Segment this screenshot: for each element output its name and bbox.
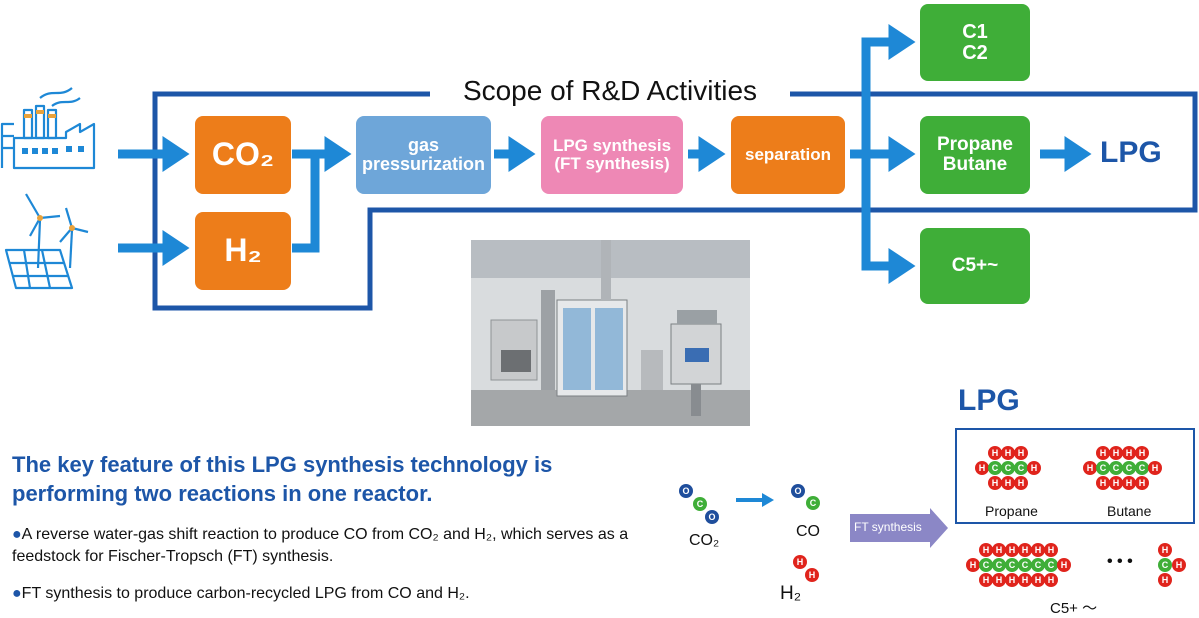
- lpg-product-title: LPG: [958, 384, 1020, 417]
- carbon-atom: C: [1031, 558, 1045, 572]
- c5-label: C5+ 〜: [1050, 600, 1098, 617]
- hydrogen-atom: H: [1096, 446, 1110, 460]
- hydrogen-atom: H: [1031, 543, 1045, 557]
- hydrogen-atom: H: [975, 461, 989, 475]
- co-label: CO: [796, 523, 820, 540]
- ellipsis: • • •: [1107, 553, 1133, 570]
- hydrogen-atom: H: [1158, 543, 1172, 557]
- carbon-atom: C: [992, 558, 1006, 572]
- carbon-atom: C: [1109, 461, 1123, 475]
- hydrogen-atom: H: [1044, 543, 1058, 557]
- lpg-product-box: [955, 428, 1195, 524]
- gas-pressurization-box: gas pressurization: [356, 116, 491, 194]
- hydrogen-atom: H: [966, 558, 980, 572]
- hydrogen-atom: H: [992, 543, 1006, 557]
- hydrogen-atom: H: [992, 573, 1006, 587]
- hydrogen-atom: H: [1135, 476, 1149, 490]
- carbon-atom: C: [1014, 461, 1028, 475]
- co2-to-co-arrow: [736, 493, 774, 507]
- propane-label: Propane: [985, 503, 1038, 519]
- carbon-atom: C: [1018, 558, 1032, 572]
- co2-atom-o1: O: [679, 484, 693, 498]
- hydrogen-atom: H: [1018, 573, 1032, 587]
- hydrogen-atom: H: [1005, 543, 1019, 557]
- h2-box: H₂: [195, 212, 291, 290]
- hydrogen-atom: H: [979, 573, 993, 587]
- reactor-photo: [471, 240, 750, 426]
- hydrogen-atom: H: [1122, 476, 1136, 490]
- lpg-label: LPG: [1100, 136, 1162, 169]
- hydrogen-atom: H: [1148, 461, 1162, 475]
- bullet-reverse-water-gas: ●A reverse water-gas shift reaction to p…: [12, 526, 629, 565]
- hydrogen-atom: H: [988, 476, 1002, 490]
- ft-synthesis-arrow: [850, 508, 948, 548]
- hydrogen-atom: H: [1122, 446, 1136, 460]
- c1-c2-box: C1 C2: [920, 4, 1030, 81]
- hydrogen-atom: H: [1109, 446, 1123, 460]
- hydrogen-atom: H: [1005, 573, 1019, 587]
- factory-icon: [0, 87, 96, 170]
- hydrogen-atom: H: [1031, 573, 1045, 587]
- hydrogen-atom: H: [1109, 476, 1123, 490]
- lpg-synthesis-box: LPG synthesis (FT synthesis): [541, 116, 683, 194]
- hydrogen-atom: H: [1014, 476, 1028, 490]
- hydrogen-atom: H: [1057, 558, 1071, 572]
- hydrogen-atom: H: [1096, 476, 1110, 490]
- hydrogen-atom: H: [1001, 446, 1015, 460]
- carbon-atom: C: [1005, 558, 1019, 572]
- hydrogen-atom: H: [1083, 461, 1097, 475]
- key-feature-heading: The key feature of this LPG synthesis te…: [12, 452, 553, 506]
- co2-label: CO₂: [689, 532, 720, 549]
- h2-atom-1: H: [793, 555, 807, 569]
- carbon-atom: C: [1122, 461, 1136, 475]
- c5-box: C5+~: [920, 228, 1030, 304]
- carbon-atom: C: [1001, 461, 1015, 475]
- carbon-atom: C: [988, 461, 1002, 475]
- propane-butane-box: Propane Butane: [920, 116, 1030, 194]
- hydrogen-atom: H: [1014, 446, 1028, 460]
- h2-atom-2: H: [805, 568, 819, 582]
- hydrogen-atom: H: [1001, 476, 1015, 490]
- co2-atom-c: C: [693, 497, 707, 511]
- h2-label: H₂: [780, 583, 802, 604]
- co-atom-o: O: [791, 484, 805, 498]
- carbon-atom: C: [1044, 558, 1058, 572]
- carbon-atom: C: [1096, 461, 1110, 475]
- hydrogen-atom: H: [1027, 461, 1041, 475]
- co2-atom-o2: O: [705, 510, 719, 524]
- bullet-ft-synthesis: ●FT synthesis to produce carbon-recycled…: [12, 585, 470, 602]
- carbon-atom: C: [1158, 558, 1172, 572]
- separation-box: separation: [731, 116, 845, 194]
- co2-box: CO₂: [195, 116, 291, 194]
- ft-synthesis-label: FT synthesis: [854, 520, 922, 534]
- hydrogen-atom: H: [1158, 573, 1172, 587]
- hydrogen-atom: H: [1172, 558, 1186, 572]
- hydrogen-atom: H: [1044, 573, 1058, 587]
- hydrogen-atom: H: [988, 446, 1002, 460]
- hydrogen-atom: H: [979, 543, 993, 557]
- carbon-atom: C: [979, 558, 993, 572]
- carbon-atom: C: [1135, 461, 1149, 475]
- co-atom-c: C: [806, 496, 820, 510]
- wind-solar-icon: [4, 193, 89, 290]
- hydrogen-atom: H: [1135, 446, 1149, 460]
- butane-label: Butane: [1107, 503, 1152, 519]
- hydrogen-atom: H: [1018, 543, 1032, 557]
- scope-title: Scope of R&D Activities: [430, 74, 790, 108]
